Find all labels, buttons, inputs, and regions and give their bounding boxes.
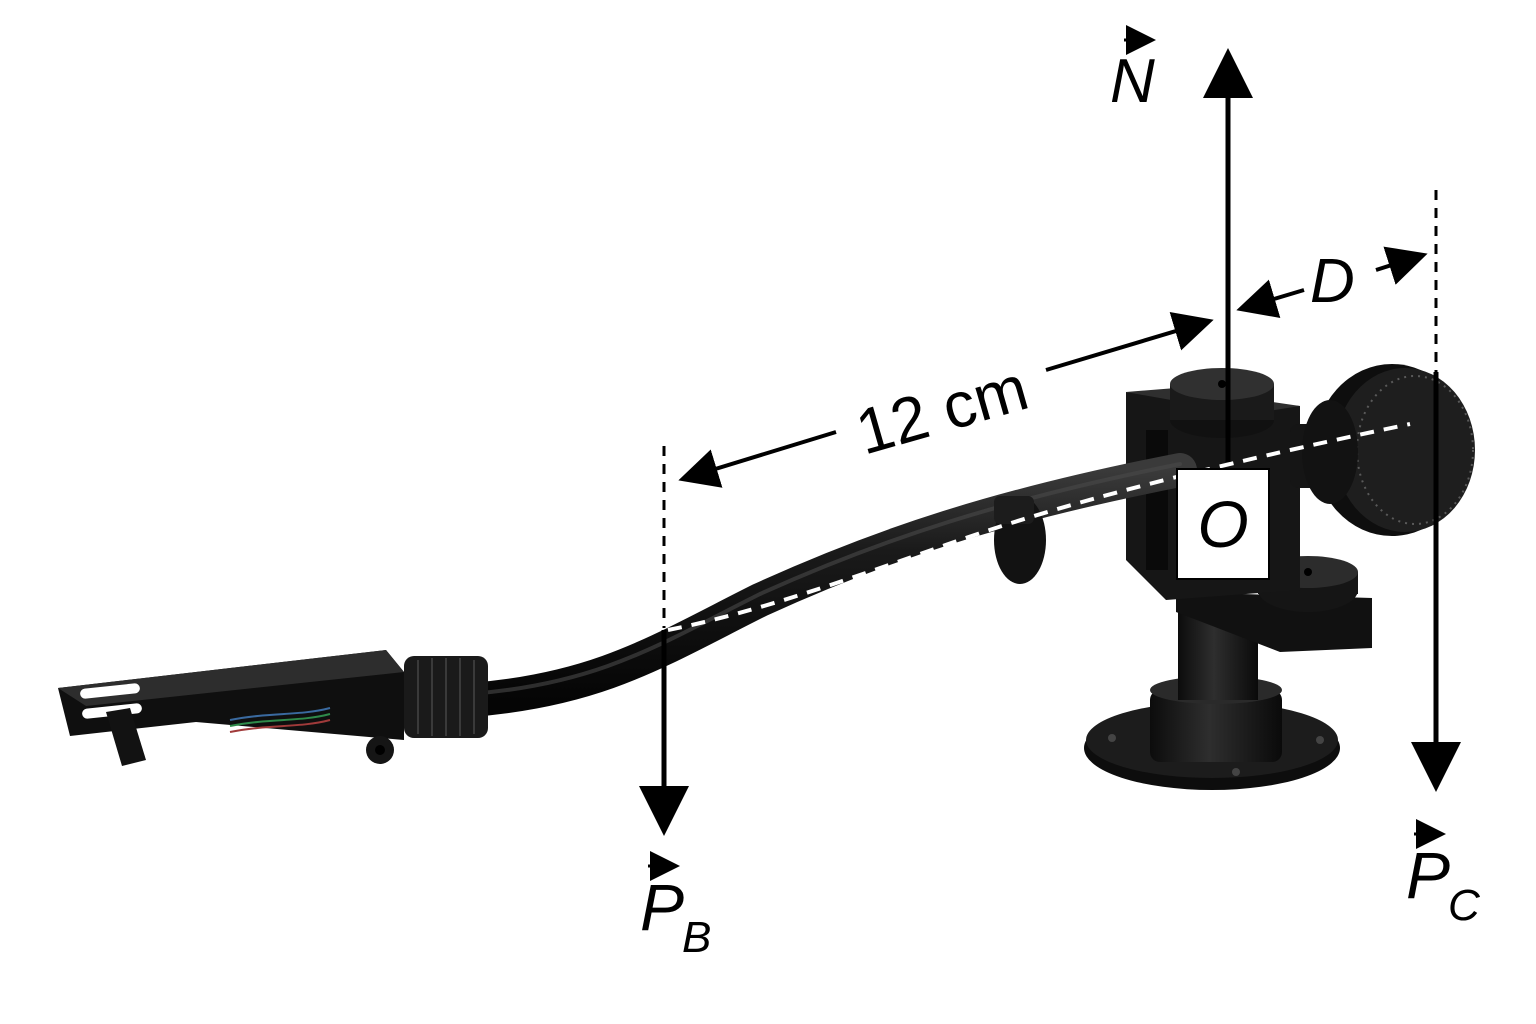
arm-length-arrow-right <box>1045 312 1214 372</box>
arm-lift-ring <box>994 496 1046 584</box>
label-distance-d: D <box>1310 247 1355 316</box>
arm-axis-dashed <box>667 422 1411 632</box>
distance-d-arrow-left <box>1236 279 1305 318</box>
arm-tube <box>453 453 1197 717</box>
headshell <box>58 650 404 766</box>
distance-d-arrow-right <box>1375 246 1428 285</box>
pivot-label-box: O <box>1176 468 1270 580</box>
svg-text:N: N <box>1110 47 1155 116</box>
arm-length-arrow-left <box>678 430 837 488</box>
svg-text:B: B <box>682 913 711 962</box>
label-counterweight-weight: P C <box>1406 819 1481 930</box>
svg-text:P: P <box>1406 838 1450 912</box>
label-arm-length: 12 cm <box>848 351 1035 468</box>
counterweight <box>1302 364 1475 536</box>
label-normal-force: N <box>1110 25 1156 116</box>
base-collar <box>1150 690 1282 762</box>
svg-text:P: P <box>640 870 684 944</box>
svg-text:C: C <box>1448 881 1481 930</box>
label-pivot: O <box>1197 487 1249 561</box>
label-arm-weight: P B <box>640 851 711 962</box>
